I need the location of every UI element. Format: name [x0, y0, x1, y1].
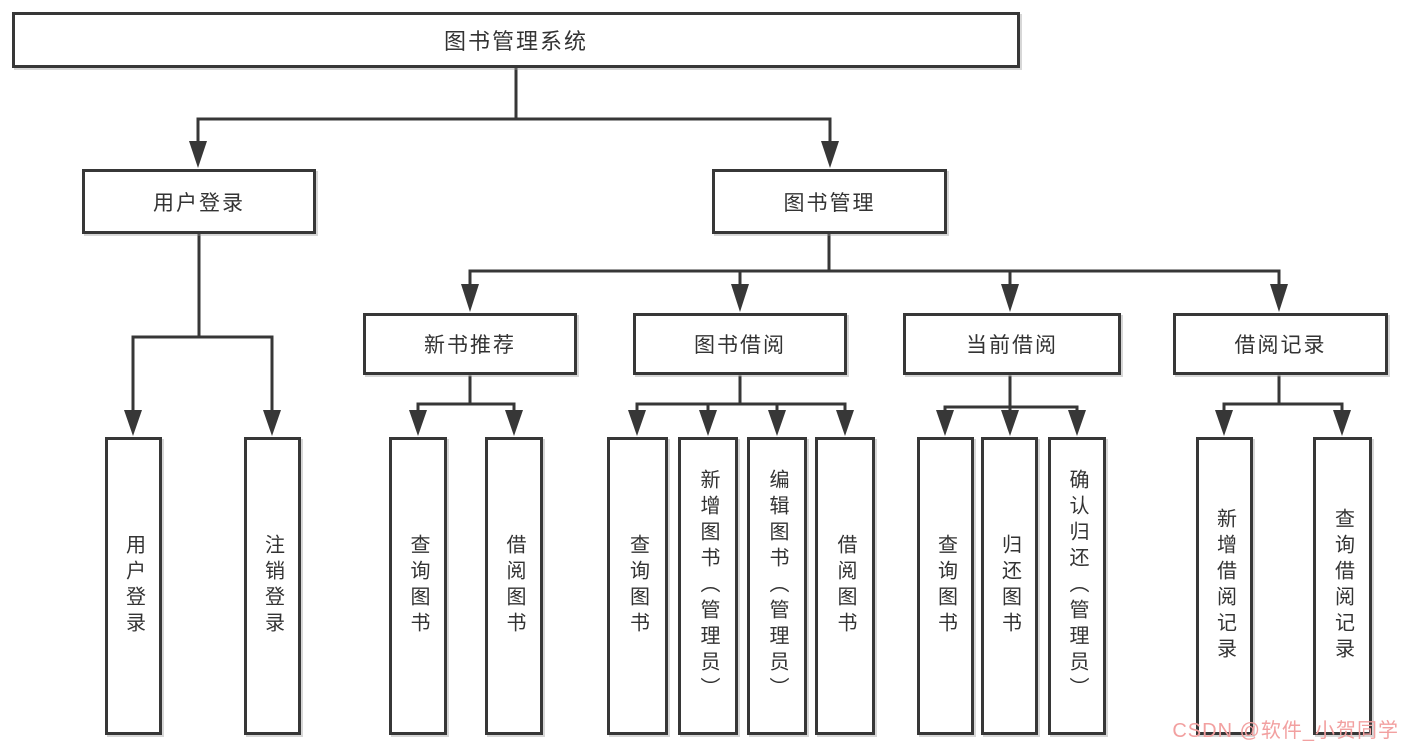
node-label: 借阅记录 — [1234, 334, 1327, 357]
leaf-label: 借阅图书 — [834, 534, 856, 638]
node-current-borrowing: 当前借阅 — [903, 313, 1121, 375]
leaf-label: 用户登录 — [122, 534, 145, 638]
leaf-borrow-books-recommend: 借阅图书 — [485, 437, 543, 735]
leaf-label: 查询图书 — [626, 534, 649, 638]
leaf-borrow-books: 借阅图书 — [815, 437, 875, 735]
node-label: 图书借阅 — [694, 334, 786, 357]
node-label: 图书管理 — [783, 191, 876, 215]
connector-borrowing-to-leaves — [635, 375, 847, 418]
leaf-label: 借阅图书 — [503, 534, 525, 638]
node-root-library-management-system: 图书管理系统 — [12, 12, 1020, 68]
connector-userlogin-to-leaves — [131, 232, 274, 418]
leaf-label: 编辑图书（管理员） — [766, 469, 788, 703]
connector-root-to-level2 — [196, 66, 832, 146]
leaf-label: 查询图书 — [934, 534, 957, 638]
connector-bookmgmt-to-level3 — [468, 232, 1281, 290]
connector-current-to-leaves — [943, 375, 1079, 418]
node-label: 用户登录 — [153, 191, 245, 215]
leaf-logout: 注销登录 — [244, 437, 301, 735]
node-borrowing-records: 借阅记录 — [1173, 313, 1388, 375]
node-label: 当前借阅 — [966, 334, 1058, 357]
node-label: 新书推荐 — [424, 334, 516, 357]
csdn-watermark: CSDN @软件_小贺同学 — [1172, 720, 1399, 742]
leaf-label: 注销登录 — [261, 534, 284, 638]
leaf-add-books-admin: 新增图书（管理员） — [678, 437, 738, 735]
node-user-login: 用户登录 — [82, 169, 316, 234]
leaf-label: 新增借阅记录 — [1213, 508, 1236, 664]
leaf-label: 查询借阅记录 — [1331, 508, 1354, 664]
leaf-label: 确认归还（管理员） — [1066, 469, 1088, 703]
node-label: 图书管理系统 — [443, 29, 588, 54]
node-book-management: 图书管理 — [712, 169, 947, 234]
leaf-edit-books-admin: 编辑图书（管理员） — [747, 437, 807, 735]
leaf-label: 新增图书（管理员） — [697, 469, 719, 703]
leaf-return-books: 归还图书 — [981, 437, 1038, 735]
leaf-query-books-recommend: 查询图书 — [389, 437, 447, 735]
leaf-query-books-current: 查询图书 — [917, 437, 974, 735]
leaf-user-login: 用户登录 — [105, 437, 162, 735]
connector-newbook-to-leaves — [416, 375, 516, 418]
leaf-query-books-borrowing: 查询图书 — [607, 437, 668, 735]
leaf-confirm-return-admin: 确认归还（管理员） — [1048, 437, 1106, 735]
leaf-label: 归还图书 — [998, 534, 1021, 638]
connector-records-to-leaves — [1222, 375, 1344, 418]
leaf-query-borrow-record: 查询借阅记录 — [1313, 437, 1372, 735]
leaf-add-borrow-record: 新增借阅记录 — [1196, 437, 1253, 735]
leaf-label: 查询图书 — [407, 534, 429, 638]
node-book-borrowing: 图书借阅 — [633, 313, 847, 375]
node-new-book-recommend: 新书推荐 — [363, 313, 577, 375]
